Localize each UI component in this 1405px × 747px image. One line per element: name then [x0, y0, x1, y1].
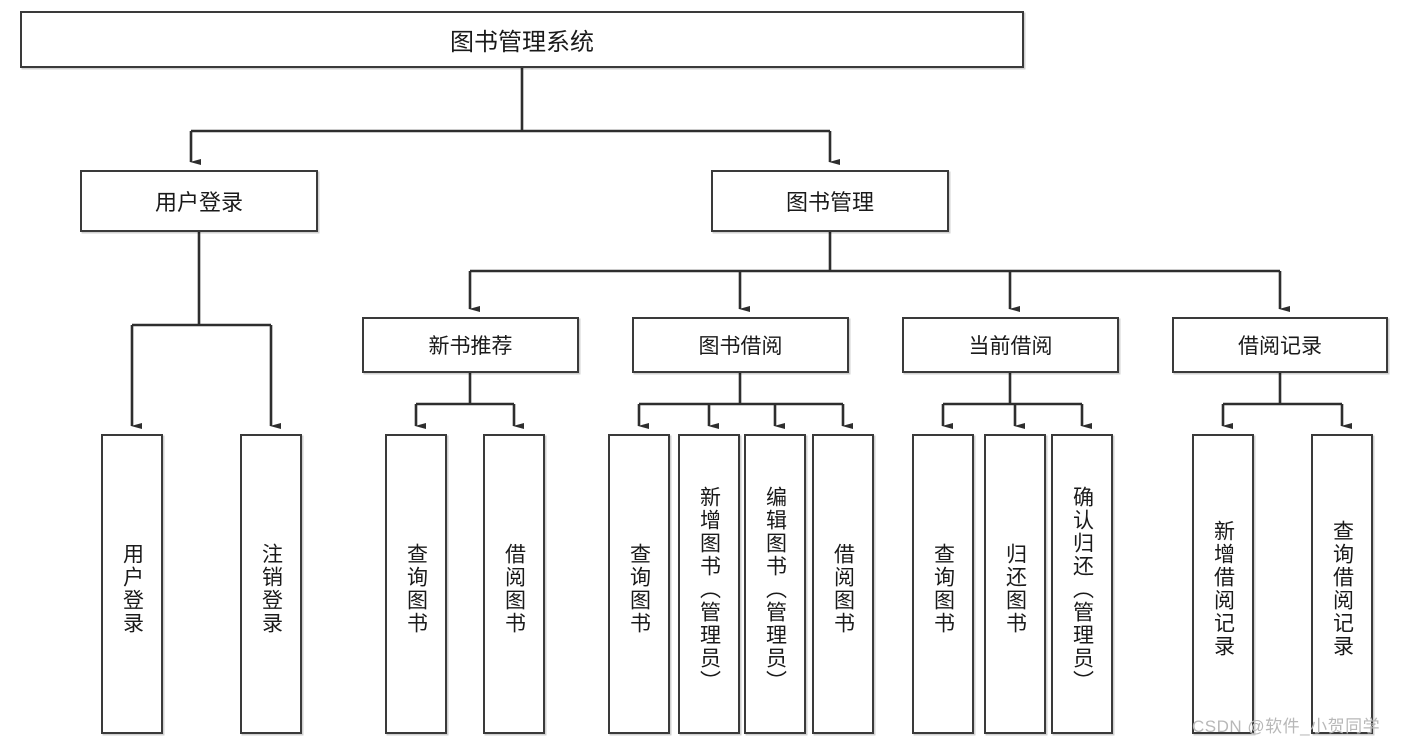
node-label: 新增借阅记录 — [1211, 520, 1235, 658]
node-label: 图书管理系统 — [450, 29, 594, 56]
leaf-edit-book-admin[interactable]: 编辑图书（管理员） — [744, 434, 806, 734]
leaf-borrow-book[interactable]: 借阅图书 — [812, 434, 874, 734]
node-root-system[interactable]: 图书管理系统 — [20, 11, 1024, 68]
node-user-login[interactable]: 用户登录 — [80, 170, 318, 232]
node-label: 借阅图书 — [831, 543, 855, 635]
node-label: 图书借阅 — [698, 335, 783, 358]
leaf-confirm-return-admin[interactable]: 确认归还（管理员） — [1051, 434, 1113, 734]
node-label: 查询图书 — [627, 543, 651, 635]
node-label: 查询图书 — [404, 543, 428, 635]
node-label: 查询借阅记录 — [1330, 520, 1354, 658]
node-label: 图书管理 — [785, 190, 874, 215]
node-label: 注销登录 — [259, 543, 283, 635]
node-label: 新书推荐 — [428, 335, 513, 358]
node-book-management[interactable]: 图书管理 — [711, 170, 949, 232]
node-new-book-recommend[interactable]: 新书推荐 — [362, 317, 579, 373]
node-label: 用户登录 — [120, 543, 144, 635]
leaf-query-book-current[interactable]: 查询图书 — [912, 434, 974, 734]
node-label: 新增图书（管理员） — [697, 485, 721, 693]
leaf-query-borrow-record[interactable]: 查询借阅记录 — [1311, 434, 1373, 734]
leaf-user-logout[interactable]: 注销登录 — [240, 434, 302, 734]
leaf-add-book-admin[interactable]: 新增图书（管理员） — [678, 434, 740, 734]
node-label: 归还图书 — [1003, 543, 1027, 635]
node-label: 用户登录 — [154, 190, 243, 215]
leaf-user-login[interactable]: 用户登录 — [101, 434, 163, 734]
node-label: 查询图书 — [931, 543, 955, 635]
node-label: 借阅图书 — [502, 543, 526, 635]
node-label: 借阅记录 — [1238, 335, 1322, 358]
leaf-query-book-borrow[interactable]: 查询图书 — [608, 434, 670, 734]
leaf-borrow-book-recommend[interactable]: 借阅图书 — [483, 434, 545, 734]
leaf-return-book[interactable]: 归还图书 — [984, 434, 1046, 734]
leaf-query-book-recommend[interactable]: 查询图书 — [385, 434, 447, 734]
node-label: 编辑图书（管理员） — [763, 485, 787, 693]
node-current-borrow[interactable]: 当前借阅 — [902, 317, 1119, 373]
node-book-borrow[interactable]: 图书借阅 — [632, 317, 849, 373]
node-borrow-record[interactable]: 借阅记录 — [1172, 317, 1388, 373]
leaf-add-borrow-record[interactable]: 新增借阅记录 — [1192, 434, 1254, 734]
watermark: CSDN @软件_小贺同学 — [1192, 717, 1381, 736]
node-label: 当前借阅 — [968, 335, 1053, 358]
node-label: 确认归还（管理员） — [1070, 485, 1094, 693]
